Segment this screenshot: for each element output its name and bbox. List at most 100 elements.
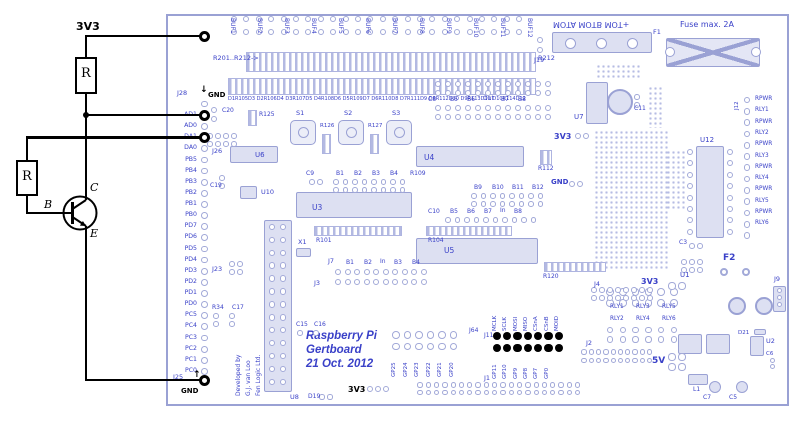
silk-label-j4: J4 [594,280,601,288]
buffer-label-2: BUF2 [256,18,263,34]
buffer-io-pads [231,29,237,35]
j4-pads [607,287,613,293]
buffer-io-pads [280,16,287,22]
u1-pads [681,267,687,273]
j2-pads [610,349,616,355]
pin-pad-da0 [201,145,208,153]
silk-label-b12: B12 [532,184,544,191]
j2-pads [581,349,587,355]
buffer-io-pads [479,29,485,35]
buffer-header-bottom-pads [535,114,541,120]
relay-pads-2 [606,326,614,334]
pin-label-rpwr-4: RPWR [755,141,773,148]
u1-pads [689,267,695,273]
j2-pads [647,349,653,355]
credit-line-2: G.J. van Loo [245,360,252,396]
j3-pads [373,269,379,275]
buffer-header-top-pads [515,90,521,96]
header-26pin-pads [279,301,287,308]
buffer-header-top-pads [475,90,481,96]
buffer-io-pads [503,29,510,35]
pin-label-pd7: PD7 [184,222,197,230]
r34-c17-pads [213,313,219,319]
gpio-left-pads [415,342,423,351]
buffer-header-bottom-pads [445,114,451,120]
buffer-header-bottom-pads [525,114,531,120]
jumper-dot [492,331,502,341]
b-row-pads-1 [352,179,358,185]
c15-c16-pads [313,330,319,336]
via-patch [594,130,668,270]
buffer-io-pads [280,29,287,35]
schematic-wire [86,35,205,38]
buffer-io-pads [417,16,423,22]
schematic-wire [26,212,74,215]
buffer-io-pads [404,29,411,35]
silk-label-r127: R127 [368,123,383,129]
bottom-edge-pads [533,382,539,388]
gpio-left-pads [438,331,446,339]
button-s3 [386,120,412,145]
bottom-edge-pads [467,382,473,388]
silk-label-b7: B7 [484,208,492,215]
header-26pin-pads [279,262,287,269]
u12-pads-left [687,217,693,224]
d19-pads [327,394,333,400]
pin-label-rpwr-8: RPWR [755,186,773,193]
buffer-label-8: BUF8 [418,18,425,34]
relay-pads-1 [619,299,627,307]
silk-label-u12: U12 [700,136,715,144]
bottom-edge-pads [500,389,506,396]
pin-pad-pd6 [201,234,208,242]
buffer-header-top-pads [455,90,461,96]
j19-pads [536,36,544,44]
capacitor-c5 [736,381,748,393]
silk-label-out: Out [483,95,494,102]
buffer-io-pads [417,29,423,35]
silk-label-r112: R112 [538,165,554,172]
u1-pads [697,267,703,273]
silk-label-d21: D21 [738,330,750,336]
gpio-left-pads [392,331,400,339]
c19-pads [219,183,225,189]
header-26pin-pads [279,275,287,282]
b-row-pads-1 [399,179,406,185]
j3-pads [354,278,360,285]
gpio-label-gp24: GP24 [402,362,409,377]
j3-pads [363,269,370,275]
header-26pin-pads [279,326,287,334]
buffer-io-pads [429,16,436,22]
j23-pads [237,261,243,267]
buffer-io-pads [479,16,485,22]
j4-pads [615,295,621,301]
buffer-io-pads [231,16,237,22]
button-cap [297,127,309,138]
b-row-pads-2 [480,201,487,207]
j26-pads [215,133,221,139]
silk-label-in: In [380,258,386,265]
j2-pads [617,357,624,364]
pin-label-pb4: PB4 [185,166,197,174]
pin-pad-pd5 [201,245,208,253]
relay-pads-2 [619,326,626,334]
j23-pads [229,269,235,275]
bottom-edge-pads [475,389,481,396]
b-row-pads-3 [473,217,480,223]
buffer-header-top-pads [435,90,441,96]
b-row-pads-2 [518,193,525,199]
bottom-edge-pads [492,382,498,388]
signal-label-csna: CSnA [533,316,540,331]
buffer-io-pads [305,16,312,22]
b-row-pads-2 [537,201,544,207]
signal-label-sclk: SCLK [502,316,509,331]
b-row-pads-2 [509,193,515,199]
silk-label-b3: B3 [394,259,402,266]
b-row-pads-1 [371,187,377,193]
header-26pin-pads [268,288,276,295]
diode-d21 [754,329,766,335]
schematic-connection-pad [198,132,210,144]
bottom-edge-pads [450,389,456,396]
bottom-edge-pads [450,382,456,388]
b-row-pads-2 [471,201,477,207]
buffer-header-top-pads [445,81,451,87]
